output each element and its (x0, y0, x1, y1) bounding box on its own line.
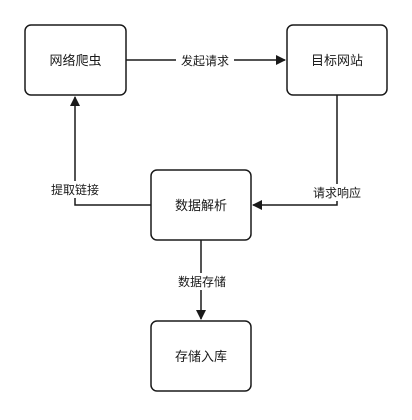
edge-label-request-response: 请求响应 (313, 185, 361, 200)
edge-request-response (252, 95, 338, 210)
node-crawler-label: 网络爬虫 (49, 53, 101, 69)
edge-label-mask (47, 181, 103, 198)
edge-label-data-storage: 数据存储 (178, 274, 226, 289)
node-target-site-box[interactable] (286, 24, 388, 96)
edge-label-mask (309, 184, 365, 201)
node-target-site-label: 目标网站 (311, 54, 363, 69)
node-storage[interactable]: 存储入库 (150, 320, 252, 392)
edge-labels: 发起请求 请求响应 提取链接 数据存储 (47, 52, 365, 290)
node-crawler[interactable]: 网络爬虫 (24, 24, 127, 96)
edge-label-mask (176, 52, 234, 69)
node-target-site[interactable]: 目标网站 (286, 24, 388, 96)
node-parse-label: 数据解析 (175, 199, 227, 214)
node-storage-label: 存储入库 (175, 349, 227, 365)
node-parse-box[interactable] (150, 169, 252, 241)
edge-label-send-request: 发起请求 (181, 53, 229, 68)
node-storage-box[interactable] (150, 320, 252, 392)
edge-extract-links (70, 96, 151, 206)
node-parse[interactable]: 数据解析 (150, 169, 252, 241)
node-crawler-box[interactable] (24, 24, 127, 96)
edge-label-mask (173, 273, 231, 290)
edge-label-extract-links: 提取链接 (51, 182, 99, 197)
